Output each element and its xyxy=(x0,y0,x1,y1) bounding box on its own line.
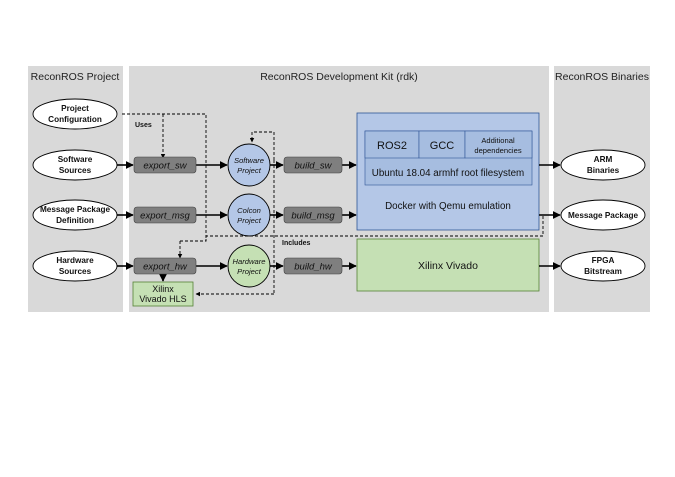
cmd-build-hw: build_hw xyxy=(283,257,343,275)
hardware-sources-label-2: Sources xyxy=(59,267,92,276)
arm-binaries-label-2: Binaries xyxy=(587,166,620,175)
vivado-hls-label-1: Xilinx xyxy=(152,284,174,294)
export-sw-label: export_sw xyxy=(143,161,187,172)
binaries-column-title: ReconROS Binaries xyxy=(555,71,649,83)
build-msg-label: build_msg xyxy=(291,211,335,222)
export-hw-label: export_hw xyxy=(143,262,188,273)
gcc-box xyxy=(418,130,466,159)
project-column-title: ReconROS Project xyxy=(31,71,120,83)
output-arm-binaries: ARM Binaries xyxy=(560,149,646,181)
xilinx-vivado-box xyxy=(356,238,540,292)
rdk-column-title: ReconROS Development Kit (rdk) xyxy=(260,71,418,83)
project-config-label-2: Configuration xyxy=(48,115,102,124)
hardware-project-label-1: Hardware xyxy=(233,257,266,266)
fpga-bitstream-label-1: FPGA xyxy=(592,256,615,265)
arm-binaries-label-1: ARM xyxy=(594,155,613,164)
build-sw-label: build_sw xyxy=(295,161,333,172)
message-package-label: Message Package xyxy=(568,211,639,220)
software-project-circle: Software Project xyxy=(227,143,271,187)
additional-deps-box xyxy=(464,130,533,159)
dashed-connectors xyxy=(122,113,544,297)
rootfs-label: Ubuntu 18.04 armhf root filesystem xyxy=(372,168,524,179)
input-hardware-sources: Hardware Sources xyxy=(32,250,118,282)
xilinx-vivado-label: Xilinx Vivado xyxy=(418,260,478,272)
output-message-package: Message Package xyxy=(560,199,646,231)
message-package-def-label-1: Message Package xyxy=(40,205,111,214)
vivado-hls-box xyxy=(132,281,194,307)
includes-annotation: Includes xyxy=(282,240,311,247)
software-project-label-1: Software xyxy=(234,156,264,165)
cmd-export-hw: export_hw xyxy=(133,257,197,275)
additional-deps-label-1: Additional xyxy=(481,136,515,145)
cmd-export-sw: export_sw xyxy=(133,156,197,174)
gcc-label: GCC xyxy=(430,140,455,152)
output-fpga-bitstream: FPGA Bitstream xyxy=(560,250,646,282)
solid-arrows xyxy=(117,161,561,282)
project-config-label-1: Project xyxy=(61,104,89,113)
colcon-project-label-1: Colcon xyxy=(237,206,261,215)
build-hw-label: build_hw xyxy=(294,262,333,273)
additional-deps-label-2: dependencies xyxy=(474,146,521,155)
cmd-build-sw: build_sw xyxy=(283,156,343,174)
input-software-sources: Software Sources xyxy=(32,149,118,181)
ros2-box xyxy=(364,130,420,159)
ros2-label: ROS2 xyxy=(377,140,407,152)
colcon-project-label-2: Project xyxy=(237,216,262,225)
uses-annotation: Uses xyxy=(135,122,152,129)
input-message-package-definition: Message Package Definition xyxy=(32,199,118,231)
export-msg-label: export_msg xyxy=(140,211,190,222)
hardware-project-circle: Hardware Project xyxy=(227,244,271,288)
vivado-hls-label-2: Vivado HLS xyxy=(139,294,186,304)
fpga-bitstream-label-2: Bitstream xyxy=(584,267,622,276)
cmd-export-msg: export_msg xyxy=(133,206,197,224)
docker-emulation-label: Docker with Qemu emulation xyxy=(385,201,511,212)
software-project-label-2: Project xyxy=(237,166,262,175)
hardware-sources-label-1: Hardware xyxy=(56,256,94,265)
input-project-config: Project Configuration xyxy=(32,98,118,130)
message-package-def-label-2: Definition xyxy=(56,216,94,225)
hardware-project-label-2: Project xyxy=(237,267,262,276)
software-sources-label-2: Sources xyxy=(59,166,92,175)
cmd-build-msg: build_msg xyxy=(283,206,343,224)
colcon-project-circle: Colcon Project xyxy=(227,193,271,237)
software-sources-label-1: Software xyxy=(58,155,93,164)
